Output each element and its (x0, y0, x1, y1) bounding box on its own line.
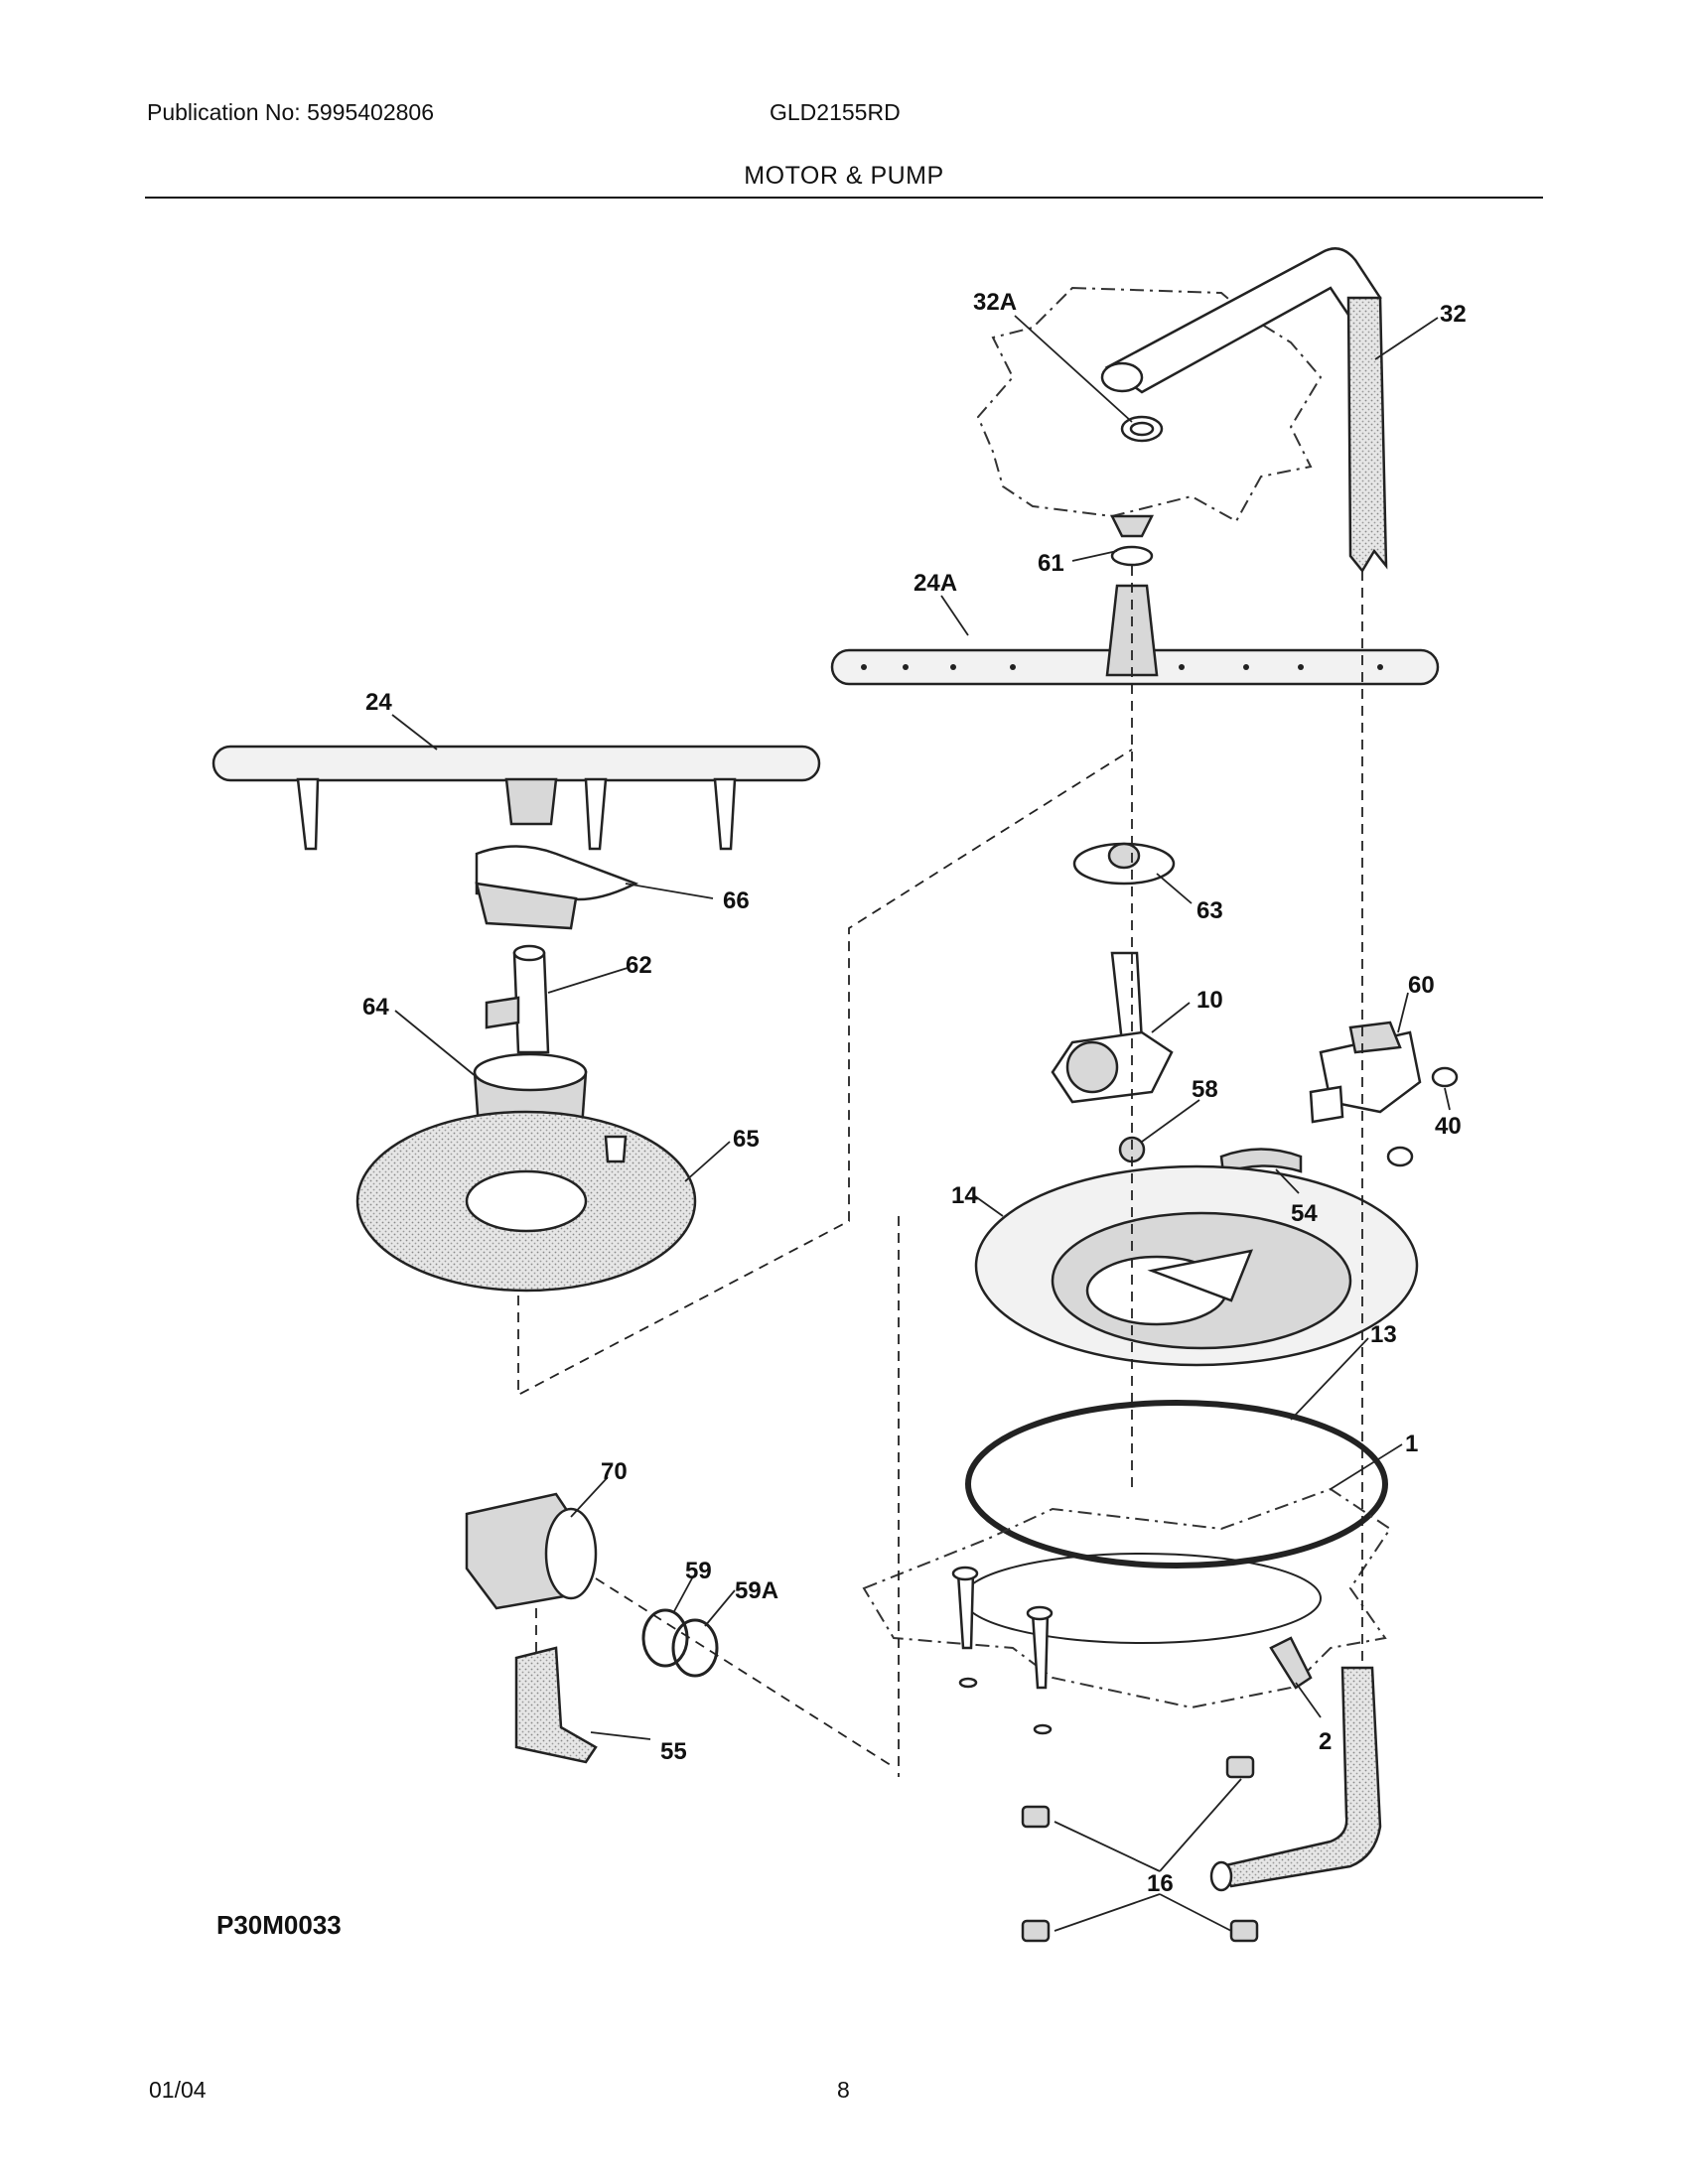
callout-24A: 24A (914, 570, 957, 597)
callout-16: 16 (1147, 1870, 1174, 1897)
header-rule (145, 197, 1543, 199)
part-24A-upper-spray-arm (830, 584, 1440, 686)
screws (951, 1566, 1054, 1735)
lower-assembly-dashed-guide (517, 749, 1133, 1397)
callout-14: 14 (951, 1182, 978, 1209)
part-60-drain-pump (1309, 1021, 1422, 1124)
callout-64: 64 (362, 994, 389, 1021)
callout-2: 2 (1319, 1728, 1332, 1755)
footer-date: 01/04 (149, 2077, 207, 2103)
callout-24: 24 (365, 689, 392, 716)
callout-55: 55 (660, 1738, 687, 1765)
callout-70: 70 (601, 1458, 628, 1485)
upper-spray-shield-outline (976, 286, 1323, 523)
part-2-bracket (1269, 1636, 1313, 1690)
callout-63: 63 (1196, 897, 1223, 924)
part-24-lower-spray-arm (211, 745, 821, 851)
part-62-pipe (485, 944, 550, 1054)
model-number: GLD2155RD (770, 99, 901, 125)
callout-40: 40 (1435, 1113, 1462, 1140)
part-63-seal (1072, 842, 1176, 886)
part-59-o-rings (641, 1608, 719, 1678)
motor-dashed-guide (535, 1577, 895, 1768)
part-55-bracket (514, 1646, 598, 1764)
drain-hose-lower (1209, 1666, 1382, 1892)
part-61-nut (1109, 514, 1155, 567)
callout-59: 59 (685, 1558, 712, 1584)
callout-60: 60 (1408, 972, 1435, 999)
part-16-feet (1021, 1755, 1259, 1943)
feed-tube-32 (1100, 247, 1388, 574)
part-14-sump (974, 1164, 1419, 1367)
part-1-tub-base (862, 1487, 1392, 1709)
callout-32A: 32A (973, 289, 1017, 316)
callout-62: 62 (626, 952, 652, 979)
center-dashed-axis (898, 566, 1363, 1777)
callout-66: 66 (723, 887, 750, 914)
leader-lines (391, 315, 1451, 1932)
callout-59A: 59A (735, 1577, 778, 1604)
part-32A-fitting (1120, 415, 1164, 443)
callout-54: 54 (1291, 1200, 1318, 1227)
part-70-motor (465, 1492, 598, 1610)
page-number: 8 (837, 2077, 850, 2103)
callout-10: 10 (1196, 987, 1223, 1014)
part-10-pump-housing (1051, 951, 1174, 1104)
part-66-chopper-blade (475, 845, 639, 930)
section-title: MOTOR & PUMP (744, 162, 944, 190)
part-13-seal-ring (965, 1400, 1388, 1569)
publication-number: Publication No: 5995402806 (147, 99, 435, 125)
callout-58: 58 (1192, 1076, 1218, 1103)
part-65-filter-screen (355, 1110, 697, 1293)
callout-61: 61 (1038, 550, 1064, 577)
callout-65: 65 (733, 1126, 760, 1153)
drawing-code: P30M0033 (216, 1910, 342, 1940)
callout-1: 1 (1405, 1431, 1418, 1457)
callout-13: 13 (1370, 1321, 1397, 1348)
callout-32: 32 (1440, 301, 1467, 328)
part-40-clamp (1386, 1066, 1459, 1167)
